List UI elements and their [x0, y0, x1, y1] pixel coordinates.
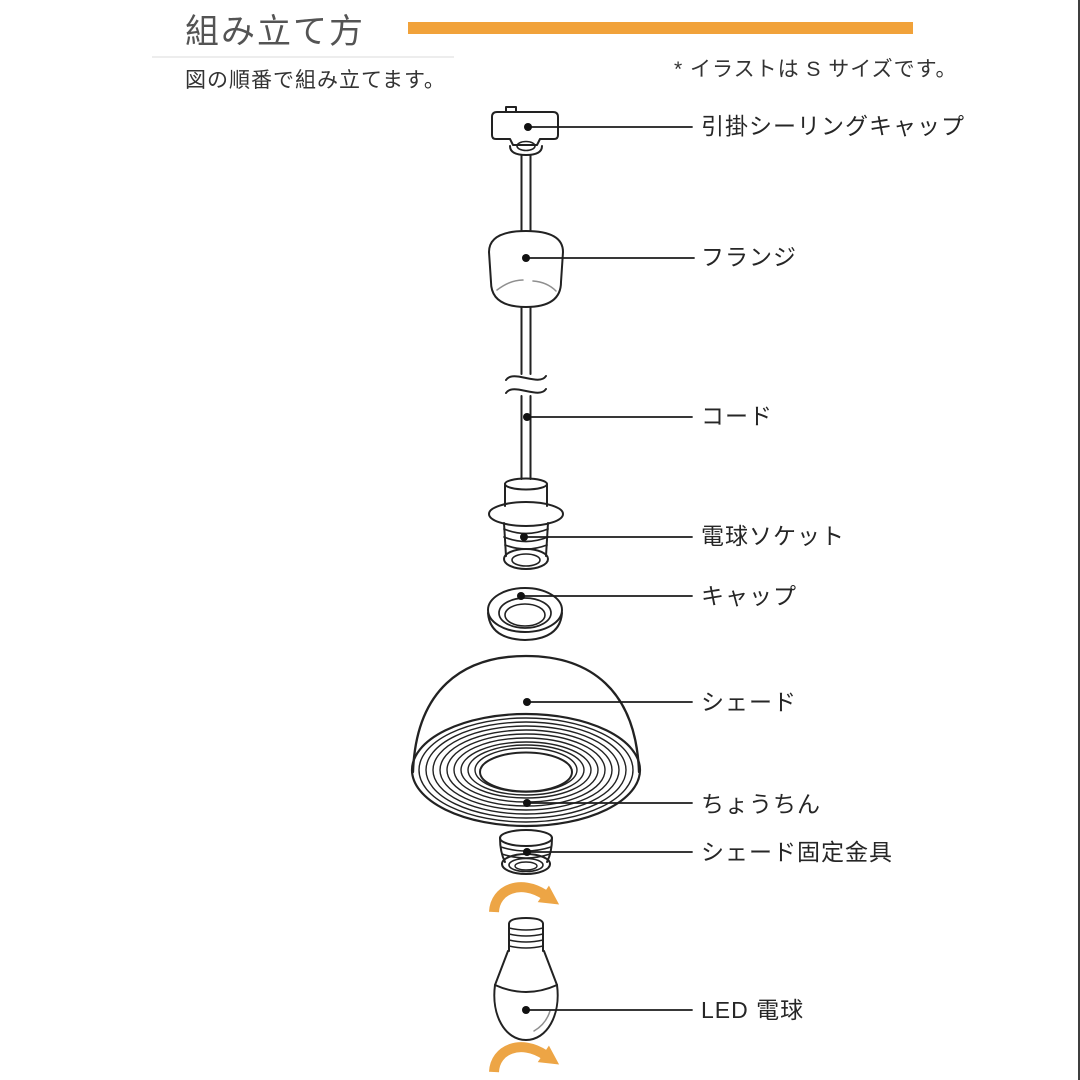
- part-label-cord: コード: [701, 403, 773, 429]
- size-note: * イラストは S サイズです。: [674, 58, 958, 81]
- rotate-arrow-upper: [489, 882, 560, 913]
- bulb-socket-drawing: [488, 477, 564, 570]
- part-label-shade-bracket: シェード固定金具: [701, 839, 893, 865]
- flange-drawing: [488, 230, 564, 308]
- rotate-arrow-lower: [489, 1042, 560, 1073]
- leader-lines: [517, 123, 695, 1014]
- page-title: 組み立て方: [185, 13, 365, 51]
- subtitle: 図の順番で組み立てます。: [185, 69, 446, 92]
- part-label-chochin: ちょうちん: [701, 791, 821, 817]
- led-bulb-drawing: [493, 917, 559, 1041]
- part-label-cap: キャップ: [701, 583, 797, 609]
- cord-drawing: [505, 154, 547, 480]
- shade-drawing: [410, 654, 642, 828]
- title-underline: [152, 56, 454, 58]
- part-label-bulb-socket: 電球ソケット: [701, 523, 845, 549]
- part-label-ceiling-cap: 引掛シーリングキャップ: [701, 113, 965, 139]
- accent-bar: [408, 22, 913, 34]
- part-label-led-bulb: LED 電球: [701, 997, 805, 1023]
- part-label-flange: フランジ: [701, 244, 797, 270]
- right-edge-line: [1078, 0, 1080, 1080]
- ceiling-cap-drawing: [491, 106, 559, 156]
- cap-ring-drawing: [487, 587, 563, 641]
- part-label-shade: シェード: [701, 689, 797, 715]
